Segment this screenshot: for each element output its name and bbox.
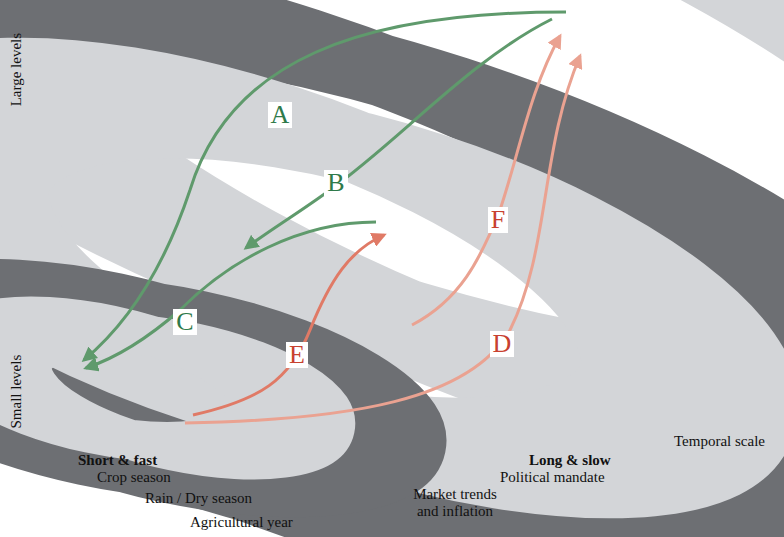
arrow-c bbox=[86, 222, 376, 368]
scale-end-label: Long & slow bbox=[529, 452, 611, 469]
arrow-b bbox=[246, 19, 552, 248]
time-scale-label: Agricultural year bbox=[190, 514, 293, 531]
callout-letter: C bbox=[173, 309, 196, 335]
arrow-d bbox=[185, 56, 580, 423]
callout-letter: A bbox=[268, 102, 293, 128]
time-scale-label: Market trends and inflation bbox=[405, 486, 505, 521]
callout-letter: B bbox=[324, 170, 347, 196]
arrow-f bbox=[412, 36, 560, 325]
time-scale-label: Political mandate bbox=[500, 469, 605, 486]
scale-end-label: Short & fast bbox=[78, 452, 157, 469]
arrow-e bbox=[193, 235, 384, 415]
callout-letter: F bbox=[488, 207, 508, 233]
axis-label: Large levels bbox=[8, 33, 25, 106]
callout-letter: E bbox=[286, 342, 308, 368]
arrow-a bbox=[84, 12, 566, 360]
axis-label: Small levels bbox=[8, 355, 25, 429]
time-scale-label: Rain / Dry season bbox=[145, 490, 252, 507]
callout-letter: D bbox=[490, 331, 515, 357]
axis-label: Temporal scale bbox=[674, 433, 765, 450]
time-scale-label: Crop season bbox=[97, 469, 171, 486]
